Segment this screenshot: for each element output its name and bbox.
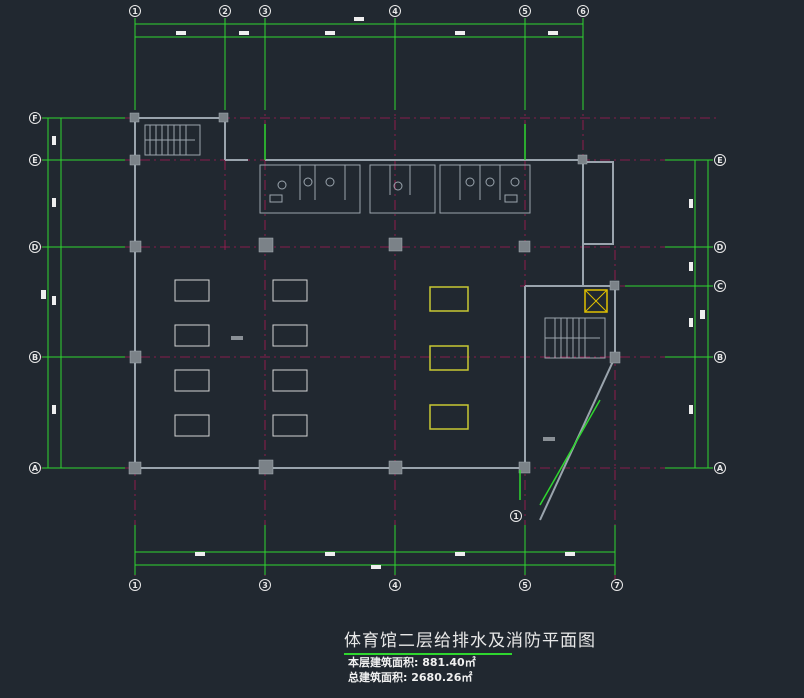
axis-bubble-bottom-3	[519, 579, 531, 591]
drawing-title-block: 体育馆二层给排水及消防平面图 本层建筑面积: 881.40㎡ 总建筑面积: 26…	[344, 626, 644, 685]
axis-bubble-right-1	[714, 241, 726, 253]
axis-bubble-top-5	[577, 5, 589, 17]
axis-label-top-3: 4	[392, 7, 398, 16]
axis-bubble-bottom-1	[259, 579, 271, 591]
structural-columns	[128, 112, 621, 475]
grid-lines	[40, 20, 720, 590]
stair-right	[544, 317, 606, 359]
axis-label-left-3: B	[32, 353, 38, 362]
axis-label-bottom-3: 5	[522, 581, 528, 590]
axis-bubble-right-0	[714, 154, 726, 166]
axis-label-left-1: E	[32, 156, 37, 165]
table-fixtures	[174, 279, 308, 437]
axis-bubbles: 1 2 3 4 5 6 1 3 4 5 7 F E D B A E D C B A 1	[29, 5, 726, 591]
axis-bubble-bottom-4	[611, 579, 623, 591]
axis-label-top-1: 2	[222, 7, 228, 16]
total-area-line: 总建筑面积: 2680.26㎡	[348, 670, 644, 685]
axis-bubble-right-4	[714, 462, 726, 474]
axis-bubble-right-2	[714, 280, 726, 292]
floor-area-line: 本层建筑面积: 881.40㎡	[348, 655, 644, 670]
axis-bubble-left-2	[29, 241, 41, 253]
axis-label-extra-0: 1	[513, 512, 519, 521]
axis-bubble-bottom-2	[389, 579, 401, 591]
axis-label-left-0: F	[32, 114, 37, 123]
axis-bubble-left-1	[29, 154, 41, 166]
water-pipes	[264, 124, 601, 506]
axis-label-top-0: 1	[132, 7, 138, 16]
dimension-text-marks	[41, 17, 705, 569]
axis-bubble-top-4	[519, 5, 531, 17]
axis-label-top-2: 3	[262, 7, 268, 16]
axis-bubble-bottom-0	[129, 579, 141, 591]
axis-bubble-left-3	[29, 351, 41, 363]
fire-hydrant-cabinets	[429, 286, 469, 430]
axis-label-bottom-4: 7	[614, 581, 620, 590]
axis-label-right-0: E	[717, 156, 722, 165]
elevator-shaft	[584, 289, 608, 313]
axis-bubble-extra-0	[510, 510, 522, 522]
axis-bubble-left-4	[29, 462, 41, 474]
axis-label-left-2: D	[32, 243, 39, 252]
axis-bubble-top-3	[389, 5, 401, 17]
axis-bubble-right-3	[714, 351, 726, 363]
axis-label-top-5: 6	[580, 7, 586, 16]
toilet-block	[259, 164, 531, 214]
axis-bubble-top-2	[259, 5, 271, 17]
axis-label-right-4: A	[717, 464, 724, 473]
axis-label-bottom-1: 3	[262, 581, 268, 590]
floor-area-value: 881.40㎡	[422, 656, 476, 669]
drawing-title: 体育馆二层给排水及消防平面图	[344, 631, 596, 651]
axis-bubble-top-1	[219, 5, 231, 17]
axis-label-right-1: D	[717, 243, 724, 252]
axis-bubble-left-0	[29, 112, 41, 124]
floor-area-label: 本层建筑面积:	[348, 656, 419, 669]
axis-label-bottom-0: 1	[132, 581, 138, 590]
title-underline	[344, 653, 512, 655]
axis-bubble-top-0	[129, 5, 141, 17]
total-area-value: 2680.26㎡	[411, 671, 473, 684]
axis-label-top-4: 5	[522, 7, 528, 16]
stair-top-left	[144, 124, 201, 156]
small-marks	[231, 336, 555, 441]
axis-label-bottom-2: 4	[392, 581, 398, 590]
building-walls	[134, 117, 616, 521]
axis-label-right-2: C	[717, 282, 723, 291]
dimension-lines	[42, 18, 713, 575]
axis-label-left-4: A	[32, 464, 39, 473]
axis-label-right-3: B	[717, 353, 723, 362]
total-area-label: 总建筑面积:	[348, 671, 408, 684]
